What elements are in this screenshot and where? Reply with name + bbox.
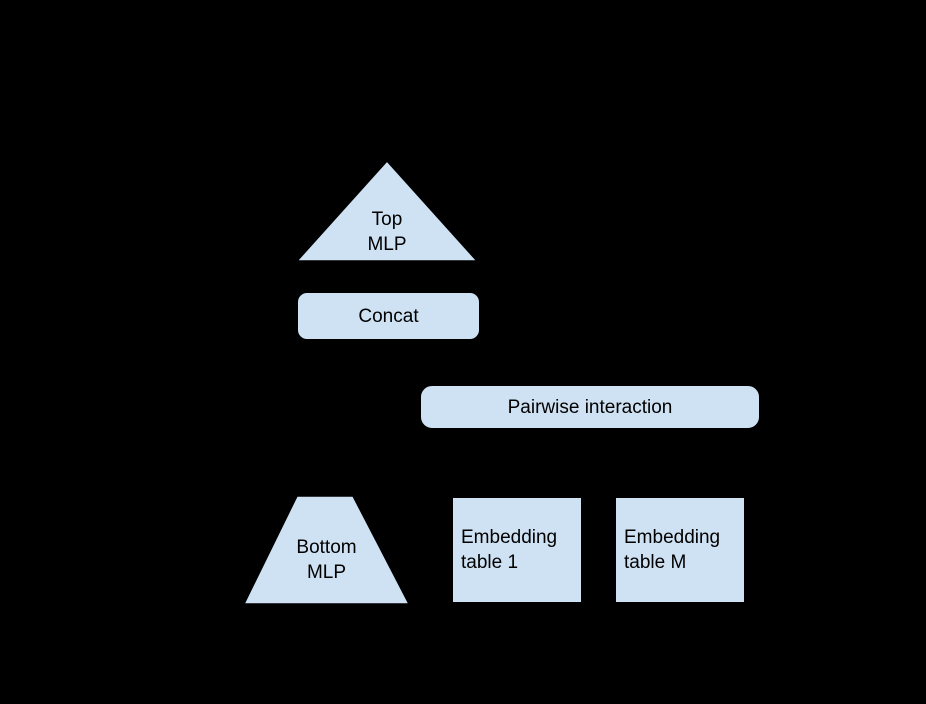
node-embedding-table-1-label: Embedding table 1	[461, 527, 558, 573]
triangle-polygon	[296, 160, 478, 262]
node-embedding-table-1: Embedding table 1	[452, 497, 582, 603]
node-embedding-table-m-label: Embedding table M	[624, 527, 721, 573]
node-concat: Concat	[297, 292, 480, 340]
node-top-mlp: Top MLP	[296, 160, 478, 262]
triangle-shape	[296, 160, 478, 262]
node-pairwise-interaction-label: Pairwise interaction	[507, 396, 673, 418]
trapezoid-shape	[243, 495, 410, 605]
trapezoid-polygon	[243, 495, 410, 605]
node-pairwise-interaction: Pairwise interaction	[420, 385, 760, 429]
node-bottom-mlp-label: Bottom MLP	[296, 537, 357, 583]
node-embedding-table-m: Embedding table M	[615, 497, 745, 603]
node-top-mlp-label: Top MLP	[367, 209, 407, 255]
node-bottom-mlp: Bottom MLP	[243, 495, 410, 605]
node-concat-label: Concat	[358, 305, 419, 327]
